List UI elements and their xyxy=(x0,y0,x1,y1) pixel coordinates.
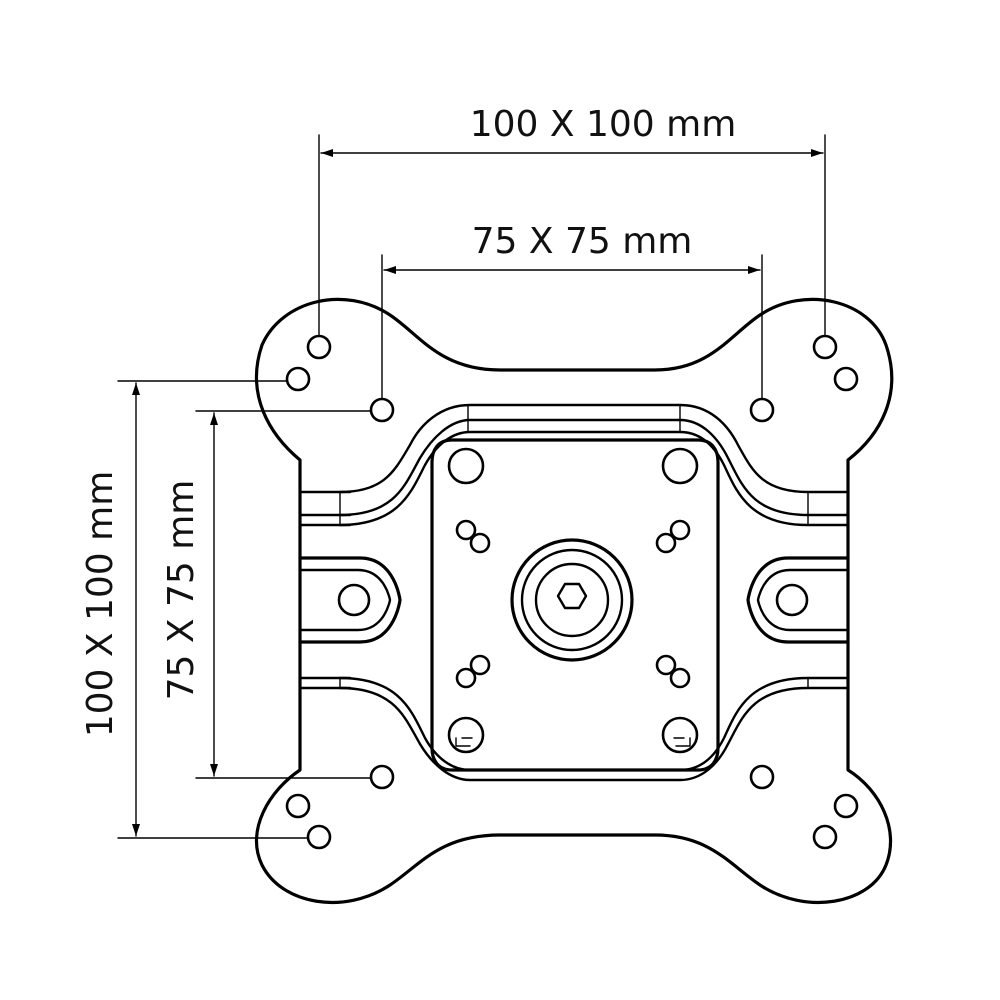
hole xyxy=(285,366,311,392)
hole-100mm xyxy=(812,334,838,360)
plate-hole xyxy=(447,716,485,754)
hole-75mm xyxy=(749,764,775,790)
screw-pair xyxy=(655,519,691,554)
screw-pair xyxy=(455,519,491,554)
screw-pair xyxy=(655,654,691,689)
arrow-head xyxy=(132,824,140,836)
lower-rail xyxy=(298,676,850,782)
hole xyxy=(285,793,311,819)
hole-75mm xyxy=(369,397,395,423)
right-tab-inner xyxy=(756,568,850,632)
hole-75mm xyxy=(749,397,775,423)
plate-hole xyxy=(661,447,699,485)
arrow-head xyxy=(210,764,218,776)
tab-hole xyxy=(775,583,809,617)
plate-hole xyxy=(447,447,485,485)
arrow-head xyxy=(748,266,760,274)
plate-hole xyxy=(661,716,699,754)
hole-100mm xyxy=(306,334,332,360)
dimension-outer-horizontal xyxy=(318,134,826,346)
tab-hole xyxy=(337,583,371,617)
left-tab xyxy=(298,556,402,644)
hex-bolt-icon xyxy=(556,582,588,610)
plate-hole-insert xyxy=(455,737,473,747)
center-plate xyxy=(430,438,720,772)
arrow-head xyxy=(210,413,218,425)
label-outer-vertical: 100 X 100 mm xyxy=(80,471,121,738)
arrow-head xyxy=(321,149,333,157)
dimension-inner-vertical xyxy=(195,410,381,779)
hole xyxy=(833,793,859,819)
hole xyxy=(833,366,859,392)
dimension-inner-horizontal xyxy=(381,254,763,406)
label-inner-vertical: 75 X 75 mm xyxy=(161,480,202,701)
arrow-head xyxy=(384,266,396,274)
upper-rail xyxy=(298,403,850,527)
mounting-holes xyxy=(285,334,859,850)
left-tab-inner xyxy=(298,568,392,632)
arrow-head xyxy=(811,149,823,157)
hole-100mm xyxy=(306,824,332,850)
plate-hole-insert xyxy=(673,737,691,747)
label-inner-horizontal: 75 X 75 mm xyxy=(472,221,693,262)
hole-75mm xyxy=(369,764,395,790)
dimension-outer-vertical xyxy=(117,380,319,839)
hole-100mm xyxy=(812,824,838,850)
label-outer-horizontal: 100 X 100 mm xyxy=(470,104,737,145)
arrow-head xyxy=(132,383,140,395)
right-tab xyxy=(746,556,850,644)
plate-outline xyxy=(254,297,894,905)
center-hub xyxy=(510,538,634,662)
screw-pair xyxy=(455,654,491,689)
